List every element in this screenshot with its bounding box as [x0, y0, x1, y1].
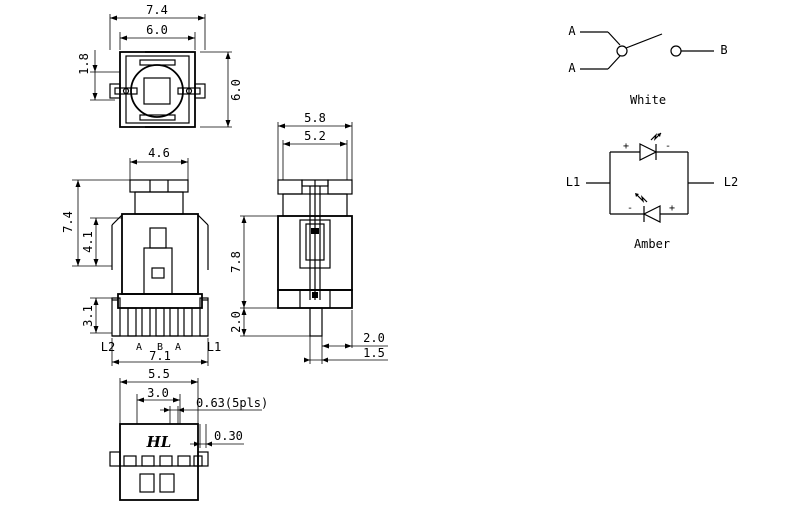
switch-schematic: A A B White [568, 24, 727, 107]
bottom-view: 5.5 3.0 0.63(5pls) 0.30 HL [109, 367, 268, 501]
top-height-side: 6.0 [229, 79, 243, 101]
front-height-base: 3.1 [81, 305, 95, 327]
led-top-minus: - [665, 141, 671, 152]
pin-label-a1: A [136, 342, 142, 353]
bottom-width-inner: 3.0 [147, 386, 169, 400]
side-height-bottom: 2.0 [229, 311, 243, 333]
front-view: 4.6 7.4 [61, 146, 221, 366]
top-width-outer: 7.4 [146, 3, 168, 17]
bottom-pin-width: 0.30 [214, 429, 243, 443]
pin-label-l2: L2 [101, 340, 115, 354]
pin-label-l1: L1 [207, 340, 221, 354]
bottom-width-outer: 5.5 [148, 367, 170, 381]
side-height-total: 7.8 [229, 251, 243, 273]
front-height-total: 7.4 [61, 211, 75, 233]
top-width-inner: 6.0 [146, 23, 168, 37]
pin-label-a2: A [175, 342, 181, 353]
led-bottom-plus: + [669, 203, 675, 214]
side-pin-width: 1.5 [363, 346, 385, 360]
side-view: 5.8 5.2 7.8 2.0 [229, 111, 388, 364]
side-width-inner: 5.2 [304, 129, 326, 143]
front-width-base: 7.1 [149, 349, 171, 363]
front-width-top: 4.6 [148, 146, 170, 160]
switch-terminal-a-bottom: A [568, 61, 576, 75]
led-bottom-minus: - [627, 203, 633, 214]
side-pin-offset: 2.0 [363, 331, 385, 345]
bottom-logo: HL [146, 433, 172, 451]
top-view: 7.4 6.0 6.0 1.8 [77, 3, 243, 128]
led-caption: Amber [634, 237, 670, 251]
pin-label-b: B [157, 342, 163, 353]
switch-terminal-a-top: A [568, 24, 576, 38]
led-label-l2: L2 [724, 175, 738, 189]
led-label-l1: L1 [566, 175, 580, 189]
top-offset-left: 1.8 [77, 53, 91, 75]
switch-caption: White [630, 93, 666, 107]
front-height-mid: 4.1 [81, 231, 95, 253]
led-schematic: L1 L2 + - - + Amber [566, 132, 738, 251]
side-width-outer: 5.8 [304, 111, 326, 125]
bottom-pitch: 0.63(5pls) [196, 396, 268, 410]
switch-terminal-b: B [720, 43, 727, 57]
led-top-plus: + [623, 141, 629, 152]
